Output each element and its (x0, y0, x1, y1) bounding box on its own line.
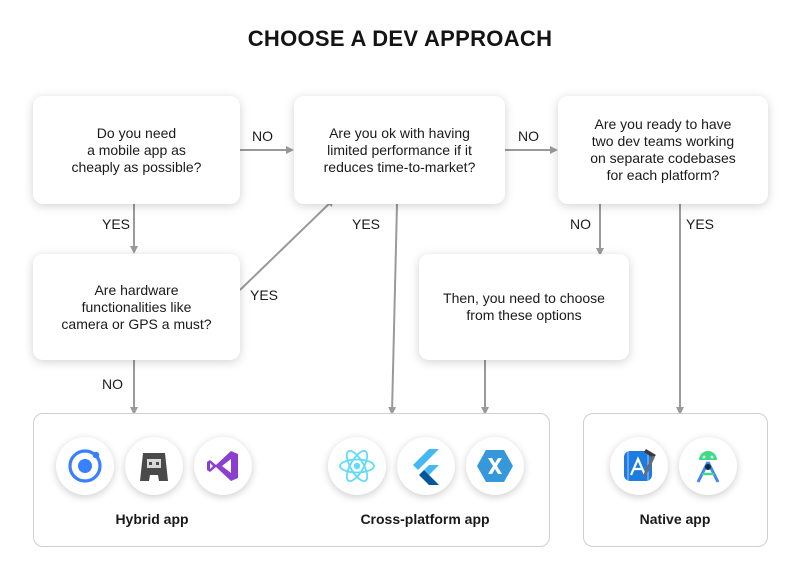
arrow-q2-cross (388, 203, 398, 415)
edge-label-q1-no: NO (252, 128, 273, 144)
hybrid-cross-group (33, 413, 550, 547)
choose-options-box: Then, you need to choose from these opti… (419, 254, 629, 360)
android-studio-icon (679, 437, 737, 495)
cordova-icon (125, 437, 183, 495)
edge-label-q2-yes: YES (352, 216, 381, 232)
question-cheap-app: Do you need a mobile app as cheaply as p… (33, 96, 240, 204)
cross-platform-app-label: Cross-platform app (360, 511, 490, 527)
xamarin-icon (466, 437, 524, 495)
edge-label-q3-no: NO (570, 216, 591, 232)
hybrid-app-label: Hybrid app (115, 511, 189, 527)
flutter-icon (397, 437, 455, 495)
question-two-dev-teams: Are you ready to have two dev teams work… (558, 96, 768, 204)
edge-label-q1-yes: YES (102, 216, 131, 232)
react-icon (328, 437, 386, 495)
question-limited-performance: Are you ok with having limited performan… (294, 96, 505, 204)
arrow-q4-q2 (239, 198, 335, 291)
edge-label-q3-yes: YES (686, 216, 715, 232)
xcode-icon (610, 437, 668, 495)
native-app-label: Native app (639, 511, 711, 527)
ionic-icon (56, 437, 114, 495)
edge-label-q4-yes: YES (250, 287, 279, 303)
edge-label-q2-no: NO (518, 128, 539, 144)
edge-label-q4-no: NO (102, 376, 123, 392)
diagram-title: CHOOSE A DEV APPROACH (247, 26, 553, 51)
question-hardware-functionalities: Are hardware functionalities like camera… (33, 254, 240, 360)
visual-studio-icon (194, 437, 252, 495)
